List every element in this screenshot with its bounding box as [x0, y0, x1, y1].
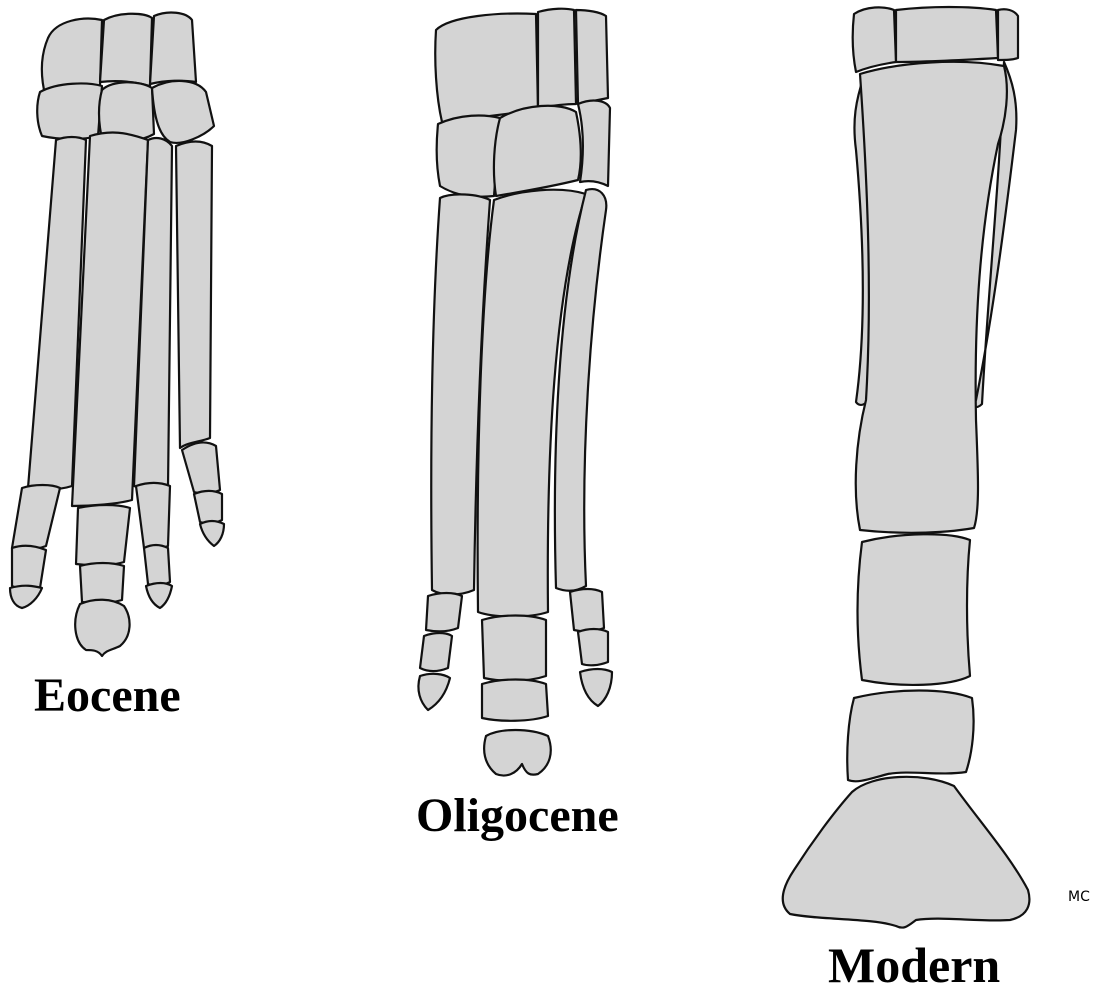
- bone-shape: [76, 505, 130, 565]
- bone-shape: [847, 691, 973, 782]
- bone-shape: [856, 62, 1007, 533]
- eocene-foot: [10, 13, 224, 656]
- oligocene-foot: [418, 9, 612, 776]
- bone-shape: [80, 563, 124, 603]
- bone-shape: [426, 593, 462, 631]
- bone-shape: [182, 443, 220, 494]
- bone-shape: [783, 777, 1030, 928]
- bone-shape: [75, 600, 129, 656]
- bone-shape: [10, 586, 42, 608]
- bone-shape: [12, 546, 46, 589]
- bone-shape: [484, 730, 551, 776]
- bone-shape: [482, 680, 548, 721]
- bone-shape: [570, 589, 604, 631]
- bone-shape: [580, 669, 612, 706]
- bone-shape: [418, 674, 450, 710]
- bone-shape: [482, 616, 546, 681]
- bone-shape: [578, 629, 608, 665]
- bone-shape: [152, 81, 214, 143]
- bone-shape: [136, 483, 170, 549]
- modern-label: Modern: [828, 940, 1000, 990]
- bone-shape: [42, 19, 102, 90]
- bone-shape: [146, 583, 172, 608]
- bone-shape: [896, 7, 998, 62]
- bone-shape: [576, 10, 608, 104]
- bone-shape: [144, 545, 170, 585]
- bone-shape: [437, 116, 500, 197]
- eocene-label: Eocene: [34, 672, 181, 720]
- bone-shape: [100, 14, 152, 86]
- bone-shape: [200, 521, 224, 546]
- modern-foot: [783, 7, 1030, 928]
- bone-shape: [420, 633, 452, 671]
- bone-shape: [12, 485, 60, 549]
- bone-shape: [37, 84, 102, 139]
- bone-shape: [435, 14, 538, 122]
- bone-shape: [998, 9, 1018, 60]
- bone-shape: [858, 534, 971, 685]
- bone-shape: [176, 142, 212, 449]
- oligocene-label: Oligocene: [416, 792, 619, 840]
- bone-shape: [853, 7, 896, 72]
- bone-shape: [538, 9, 576, 108]
- bone-shape: [150, 13, 196, 84]
- bone-shape: [494, 106, 581, 196]
- bone-shape: [578, 101, 610, 186]
- artist-signature: MC: [1068, 889, 1090, 905]
- bone-shape: [194, 491, 222, 523]
